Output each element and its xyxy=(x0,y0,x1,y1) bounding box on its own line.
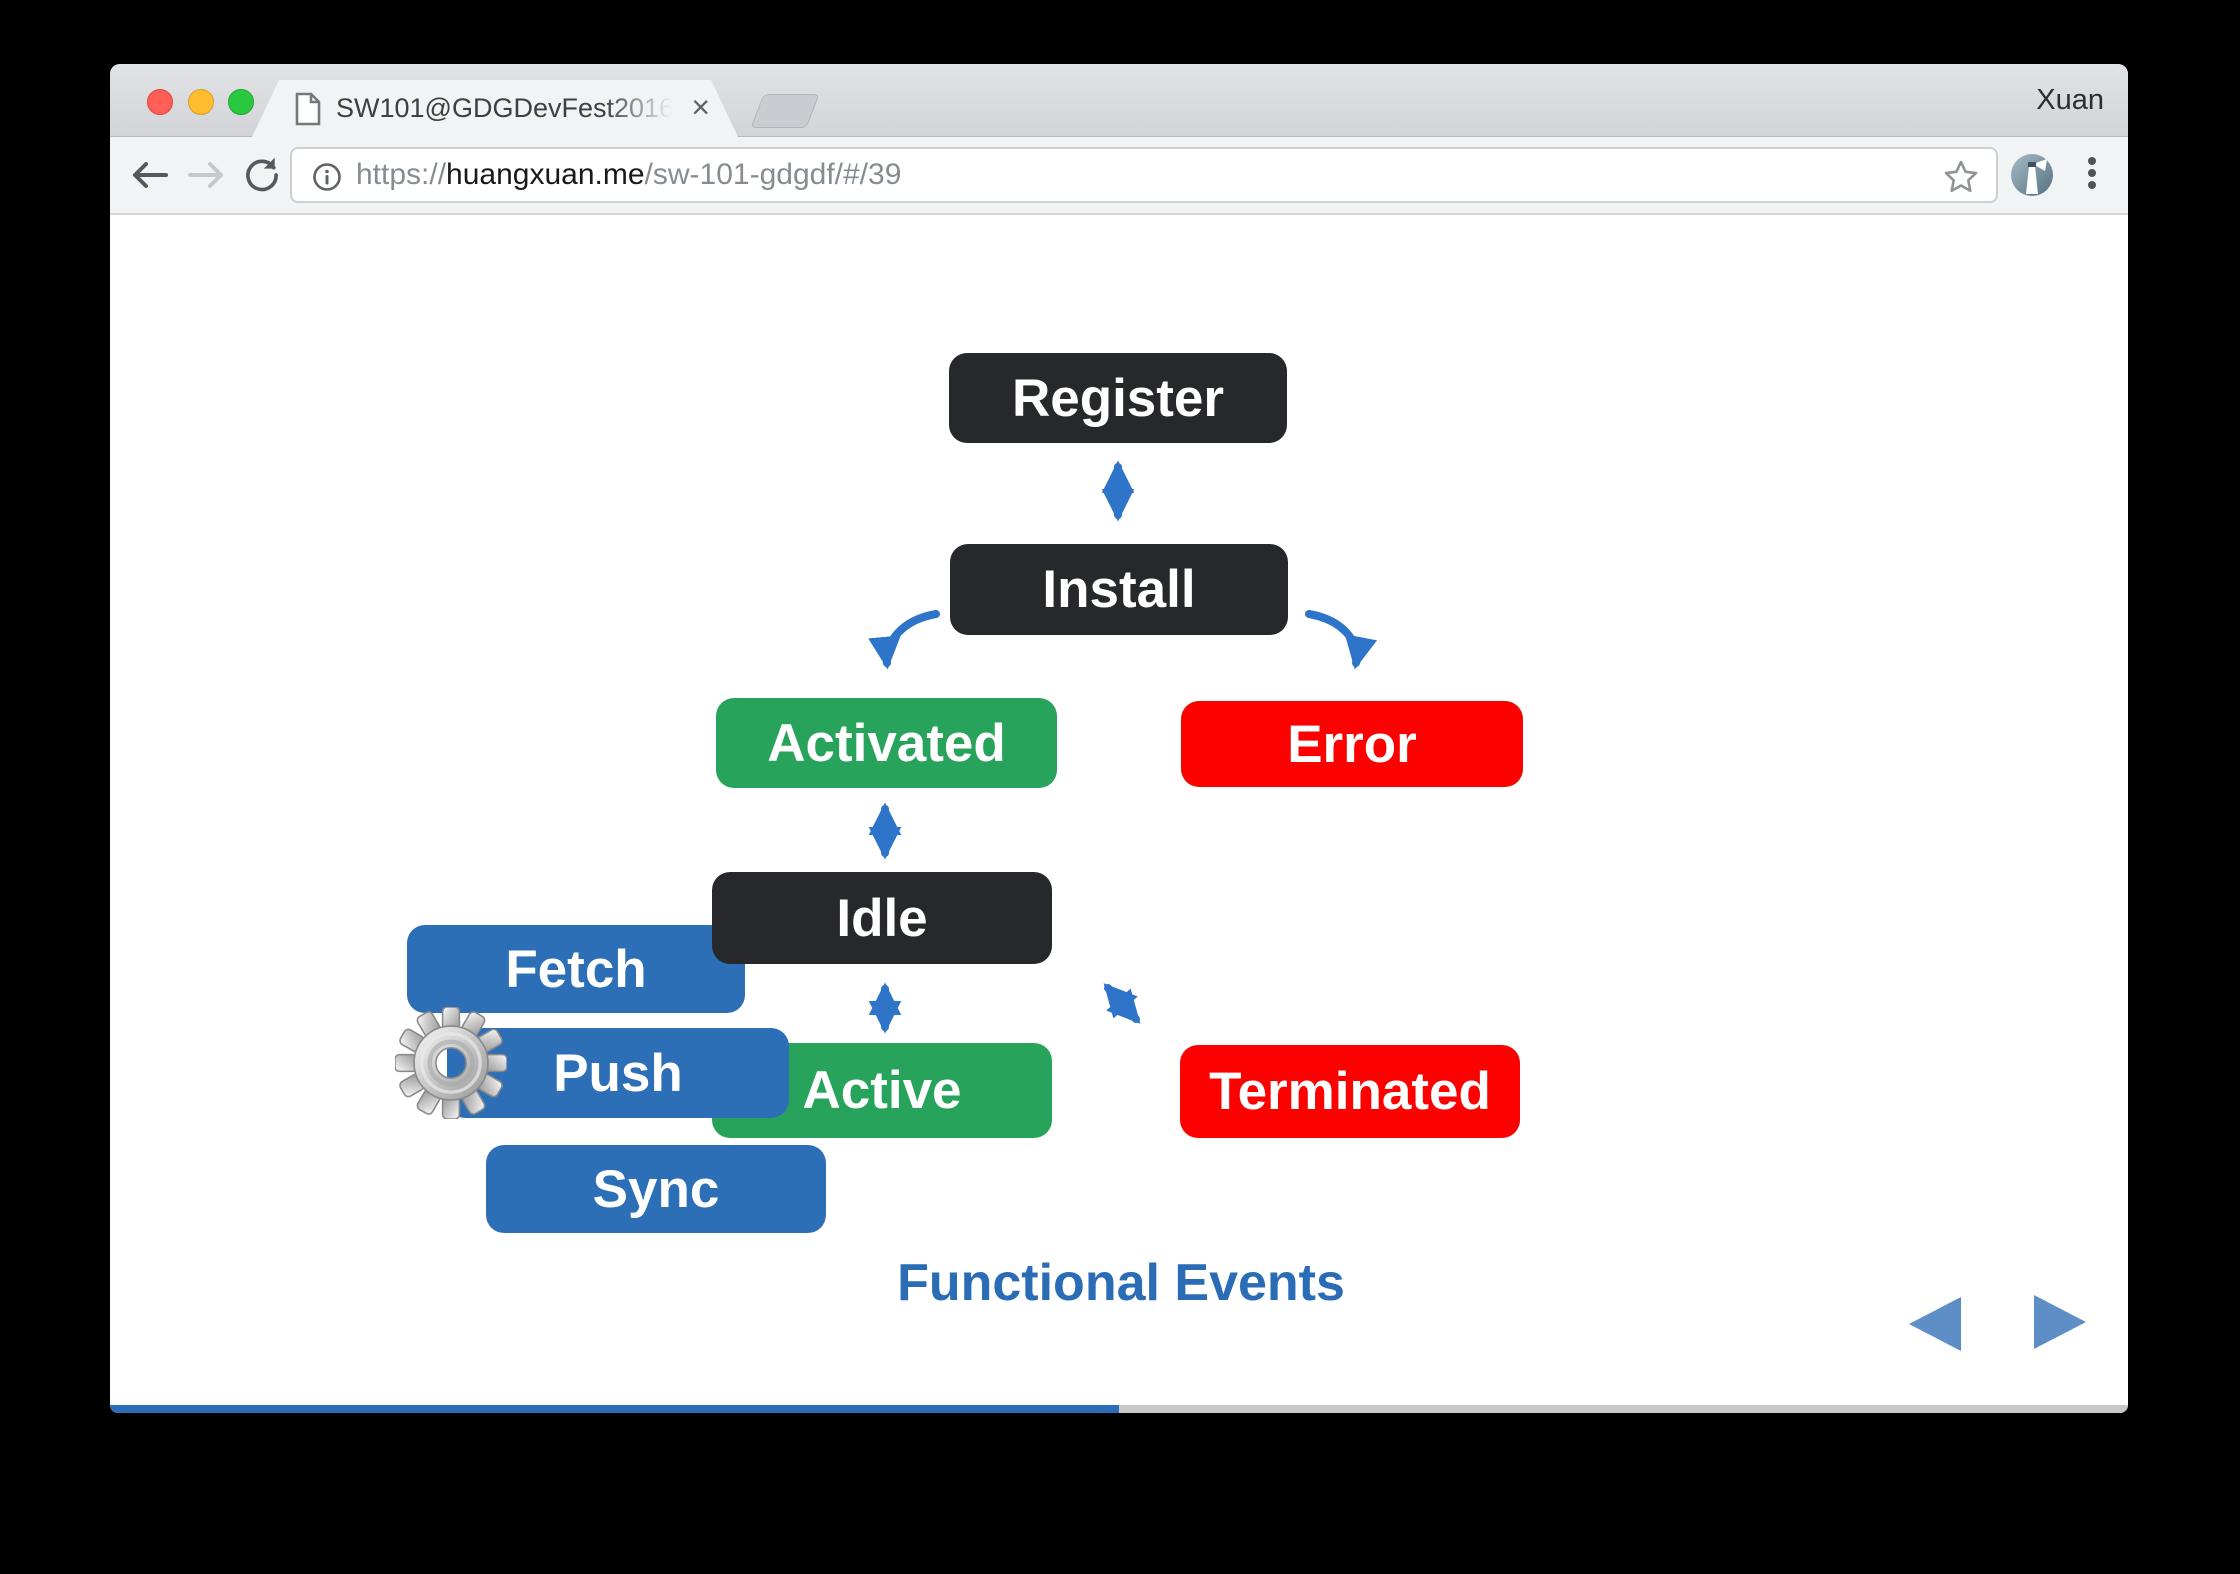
overflow-menu-icon[interactable] xyxy=(2085,153,2099,197)
reload-icon[interactable] xyxy=(234,137,290,213)
node-install-label: Install xyxy=(1042,560,1196,619)
browser-toolbar: https://huangxuan.me/sw-101-gdgdf/#/39 xyxy=(110,137,2128,215)
tab-title: SW101@GDGDevFest2016 - ( xyxy=(336,93,672,123)
next-slide-button[interactable] xyxy=(2034,1295,2086,1349)
node-idle: Idle xyxy=(712,872,1052,964)
node-terminated-label: Terminated xyxy=(1209,1062,1491,1121)
page-info-icon[interactable] xyxy=(312,162,342,197)
close-window-button[interactable] xyxy=(147,89,173,115)
node-error-label: Error xyxy=(1287,714,1417,774)
node-active-label: Active xyxy=(802,1061,962,1120)
node-terminated: Terminated xyxy=(1180,1045,1520,1138)
new-tab-button[interactable] xyxy=(750,94,820,128)
profile-name: Xuan xyxy=(2036,84,2104,116)
tab-close-icon[interactable]: × xyxy=(691,89,710,125)
node-sync: Sync xyxy=(486,1145,826,1233)
node-push: Push xyxy=(447,1028,789,1118)
lighthouse-extension-icon[interactable] xyxy=(2009,152,2055,198)
address-bar[interactable]: https://huangxuan.me/sw-101-gdgdf/#/39 xyxy=(290,147,1998,203)
browser-tab[interactable]: SW101@GDGDevFest2016 - ( × xyxy=(252,80,738,137)
node-install: Install xyxy=(950,544,1288,635)
node-register: Register xyxy=(949,353,1287,443)
arrow-install-error xyxy=(1305,610,1377,670)
node-activated-label: Activated xyxy=(767,713,1006,773)
slide-caption: Functional Events xyxy=(897,1254,1345,1312)
slide-progress-track xyxy=(110,1405,2128,1413)
node-activated: Activated xyxy=(716,698,1057,788)
document-favicon-icon xyxy=(294,92,322,131)
node-sync-label: Sync xyxy=(592,1159,720,1219)
bookmark-star-icon[interactable] xyxy=(1942,158,1980,201)
node-fetch: Fetch xyxy=(407,925,745,1013)
node-error: Error xyxy=(1181,701,1523,787)
back-icon[interactable] xyxy=(122,137,178,213)
browser-window: SW101@GDGDevFest2016 - ( × Xuan xyxy=(110,64,2128,1413)
zoom-window-button[interactable] xyxy=(228,89,254,115)
browser-titlebar: SW101@GDGDevFest2016 - ( × Xuan xyxy=(110,64,2128,137)
url-scheme: https:// xyxy=(356,158,447,191)
prev-slide-button[interactable] xyxy=(1909,1297,1961,1351)
arrow-install-activated xyxy=(868,610,940,670)
arrow-idle-terminated xyxy=(1103,983,1141,1024)
node-idle-label: Idle xyxy=(836,888,928,948)
gear-icon xyxy=(394,1006,508,1120)
node-push-label: Push xyxy=(553,1043,683,1103)
url-path: /sw-101-gdgdf/#/39 xyxy=(644,158,902,191)
node-fetch-label: Fetch xyxy=(505,939,647,999)
url-domain: huangxuan.me xyxy=(446,158,645,191)
slide-content: Register Install Activated Error Fetch I… xyxy=(110,215,2128,1405)
url-text: https://huangxuan.me/sw-101-gdgdf/#/39 xyxy=(356,149,901,201)
minimize-window-button[interactable] xyxy=(188,89,214,115)
node-register-label: Register xyxy=(1011,368,1225,428)
slide-progress-fill xyxy=(110,1405,1119,1413)
forward-icon[interactable] xyxy=(178,137,234,213)
